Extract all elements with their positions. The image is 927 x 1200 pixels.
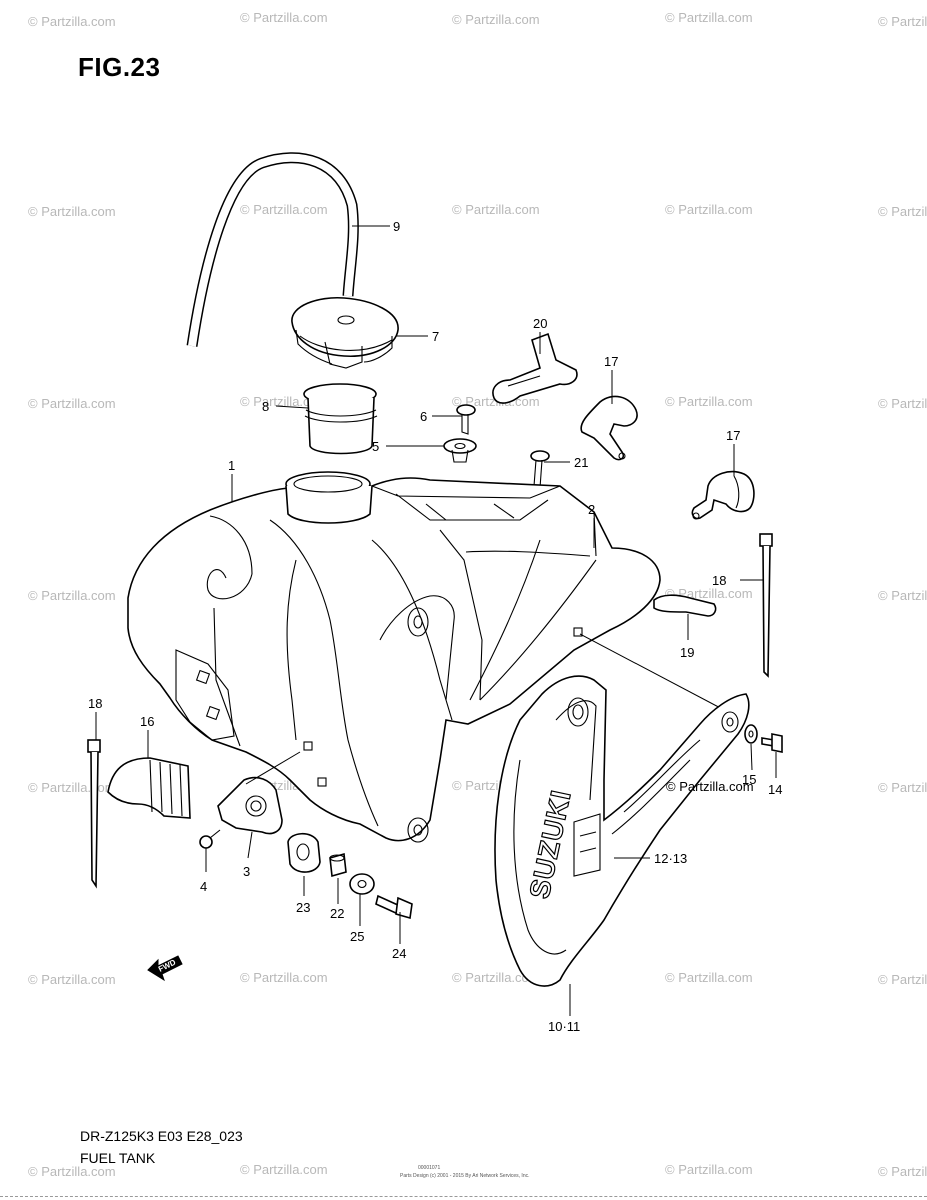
- watermark: © Partzilla.com: [452, 12, 540, 27]
- part-16-cushion[interactable]: [107, 757, 191, 819]
- watermark: © Partzilla.com: [240, 202, 328, 217]
- callout-17a: 17: [604, 354, 618, 369]
- model-code: DR-Z125K3 E03 E28_023: [80, 1128, 243, 1144]
- watermark: © Partzilla.com: [28, 14, 116, 29]
- watermark: © Partzilla.com: [240, 1162, 328, 1177]
- watermark: © Partzilla.com: [878, 1164, 927, 1179]
- watermark: © Partzilla.com: [28, 588, 116, 603]
- callout-9: 9: [393, 219, 400, 234]
- watermark: © Partzilla.com: [878, 972, 927, 987]
- watermark: © Partzilla.com: [878, 204, 927, 219]
- part-1-fuel-tank[interactable]: [127, 471, 661, 843]
- callout-16: 16: [140, 714, 154, 729]
- callout-1: 1: [228, 458, 235, 473]
- watermark: © Partzilla.com: [28, 204, 116, 219]
- bottom-rule: [0, 1196, 927, 1197]
- callout-3: 3: [243, 864, 250, 879]
- credit-small: Parts Design (c) 2001 - 2015 By Ari Netw…: [400, 1173, 530, 1179]
- fwd-arrow-icon: FWD: [147, 955, 183, 982]
- part-7-fuel-cap[interactable]: [291, 296, 399, 369]
- callout-5: 5: [372, 439, 379, 454]
- part-23-grommet[interactable]: [287, 832, 321, 873]
- callout-7: 7: [432, 329, 439, 344]
- watermark: © Partzilla.com: [452, 202, 540, 217]
- part-15-washer[interactable]: [744, 724, 758, 744]
- credit-code: 00001071: [418, 1165, 441, 1171]
- part-18-cable-tie-left[interactable]: [87, 739, 101, 889]
- watermark: © Partzilla.com: [665, 970, 753, 985]
- part-22-collar[interactable]: [329, 852, 347, 878]
- watermark: © Partzilla.com: [878, 780, 927, 795]
- watermark: © Partzilla.com: [28, 1164, 116, 1179]
- watermark: © Partzilla.com: [240, 970, 328, 985]
- watermark: © Partzilla.com: [452, 970, 540, 985]
- callout-12-13: 12·13: [654, 851, 687, 866]
- callout-10-11: 10·11: [548, 1019, 580, 1034]
- part-24-bolt[interactable]: [375, 894, 413, 920]
- callout-19: 19: [680, 645, 694, 660]
- part-14-bolt[interactable]: [761, 733, 783, 753]
- callout-21: 21: [574, 455, 588, 470]
- callout-2: 2: [588, 502, 595, 517]
- callout-20: 20: [533, 316, 547, 331]
- callout-6: 6: [420, 409, 427, 424]
- callout-18a: 18: [712, 573, 726, 588]
- callout-22: 22: [330, 906, 344, 921]
- watermark: © Partzilla.com: [878, 14, 927, 29]
- watermark: © Partzilla.com: [878, 396, 927, 411]
- part-6-screw[interactable]: [456, 404, 476, 435]
- part-25-washer[interactable]: [349, 873, 375, 895]
- watermark: © Partzilla.com: [665, 10, 753, 25]
- watermark: © Partzilla.com: [28, 780, 116, 795]
- inline-watermark: © Partzilla.com: [666, 779, 754, 794]
- callout-labels: 9 7 8 6 5 21 20 17 17 1 2 18 19 18 16 15…: [88, 219, 782, 1034]
- part-4-bolt[interactable]: [199, 829, 221, 849]
- callout-24: 24: [392, 946, 406, 961]
- callout-4: 4: [200, 879, 207, 894]
- watermark: © Partzilla.com: [28, 972, 116, 987]
- part-20-rubber-strap[interactable]: [492, 332, 578, 404]
- figure-name: FUEL TANK: [80, 1150, 156, 1166]
- callout-17b: 17: [726, 428, 740, 443]
- part-21-bolt[interactable]: [530, 450, 550, 489]
- watermark: © Partzilla.com: [665, 1162, 753, 1177]
- watermark: © Partzilla.com: [240, 10, 328, 25]
- part-10-11-tank-cover-decal[interactable]: SUZUKI: [494, 675, 750, 987]
- callout-18b: 18: [88, 696, 102, 711]
- watermark: © Partzilla.com: [28, 396, 116, 411]
- figure-title: FIG.23: [78, 52, 161, 82]
- callout-8: 8: [262, 399, 269, 414]
- callout-15: 15: [742, 772, 756, 787]
- watermark: © Partzilla.com: [665, 394, 753, 409]
- part-17-clamp-lower[interactable]: [691, 470, 755, 520]
- part-5-cushion[interactable]: [443, 438, 477, 463]
- part-18-cable-tie-right[interactable]: [759, 533, 773, 678]
- leader-lines: [95, 225, 777, 1016]
- part-17-clamp-upper[interactable]: [580, 395, 638, 461]
- part-3-mount-bracket[interactable]: [217, 776, 283, 835]
- watermark: © Partzilla.com: [878, 588, 927, 603]
- callout-25: 25: [350, 929, 364, 944]
- watermark: © Partzilla.com: [665, 202, 753, 217]
- part-19-cushion[interactable]: [653, 594, 717, 617]
- callout-14: 14: [768, 782, 782, 797]
- part-9-breather-hose[interactable]: [186, 152, 359, 347]
- part-8-fuel-filter[interactable]: [303, 383, 378, 455]
- callout-23: 23: [296, 900, 310, 915]
